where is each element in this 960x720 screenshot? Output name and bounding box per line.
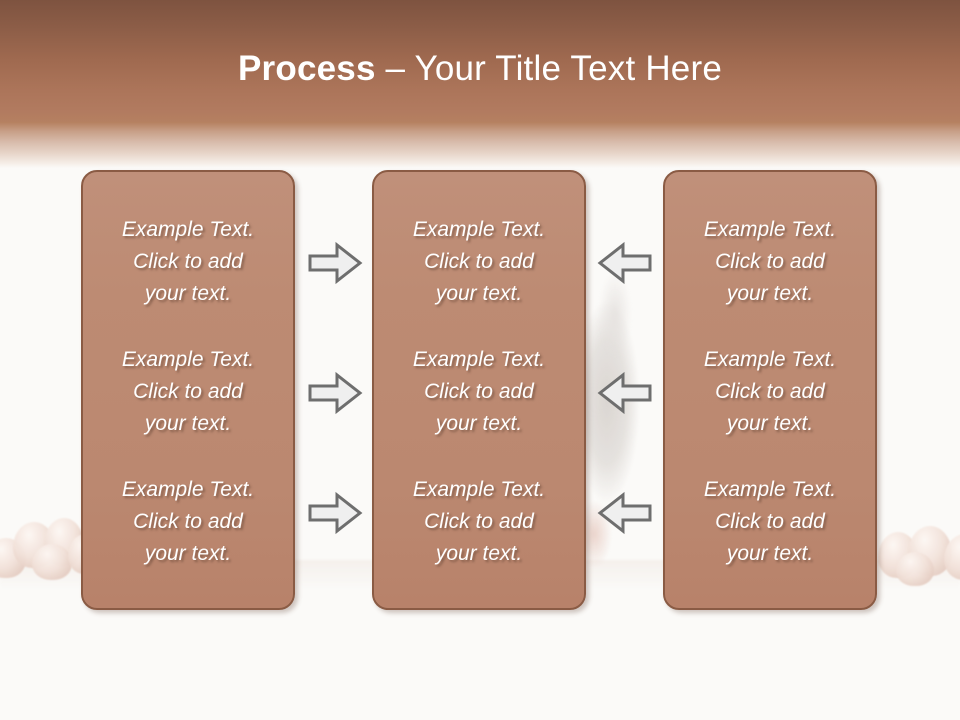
process-text-3-2[interactable]: Example Text. Click to add your text.	[703, 348, 837, 435]
egg-shape	[0, 538, 26, 578]
egg-shape	[944, 534, 960, 580]
header-fade	[0, 122, 960, 168]
egg-shape	[13, 522, 55, 568]
background-eggs-right	[878, 524, 960, 586]
process-text-1-1[interactable]: Example Text. Click to add your text.	[121, 218, 255, 305]
arrow-left-icon[interactable]	[597, 490, 653, 536]
process-text-1-2[interactable]: Example Text. Click to add your text.	[121, 348, 255, 435]
process-box-1[interactable]: Example Text. Click to add your text. Ex…	[81, 170, 295, 610]
egg-shape	[908, 526, 952, 576]
process-box-3[interactable]: Example Text. Click to add your text. Ex…	[663, 170, 877, 610]
page-title-rest: – Your Title Text Here	[375, 49, 722, 88]
egg-shape	[44, 518, 84, 566]
process-text-2-1[interactable]: Example Text. Click to add your text.	[412, 218, 546, 305]
egg-shape	[878, 532, 918, 578]
arrow-left-icon[interactable]	[597, 240, 653, 286]
header-band	[0, 0, 960, 122]
process-text-3-1[interactable]: Example Text. Click to add your text.	[703, 218, 837, 305]
process-box-2-content: Example Text. Click to add your text. Ex…	[374, 172, 584, 608]
process-text-2-3[interactable]: Example Text. Click to add your text.	[412, 478, 546, 565]
egg-shape	[32, 544, 72, 580]
process-box-2[interactable]: Example Text. Click to add your text. Ex…	[372, 170, 586, 610]
page-title-bold: Process	[238, 49, 376, 88]
process-text-1-3[interactable]: Example Text. Click to add your text.	[121, 478, 255, 565]
arrow-right-icon[interactable]	[307, 490, 363, 536]
arrow-left-icon[interactable]	[597, 370, 653, 416]
process-box-3-content: Example Text. Click to add your text. Ex…	[665, 172, 875, 608]
arrow-right-icon[interactable]	[307, 370, 363, 416]
process-text-2-2[interactable]: Example Text. Click to add your text.	[412, 348, 546, 435]
egg-shape	[896, 552, 934, 586]
page-title: Process – Your Title Text Here	[0, 48, 960, 90]
arrow-right-icon[interactable]	[307, 240, 363, 286]
process-text-3-3[interactable]: Example Text. Click to add your text.	[703, 478, 837, 565]
process-box-1-content: Example Text. Click to add your text. Ex…	[83, 172, 293, 608]
